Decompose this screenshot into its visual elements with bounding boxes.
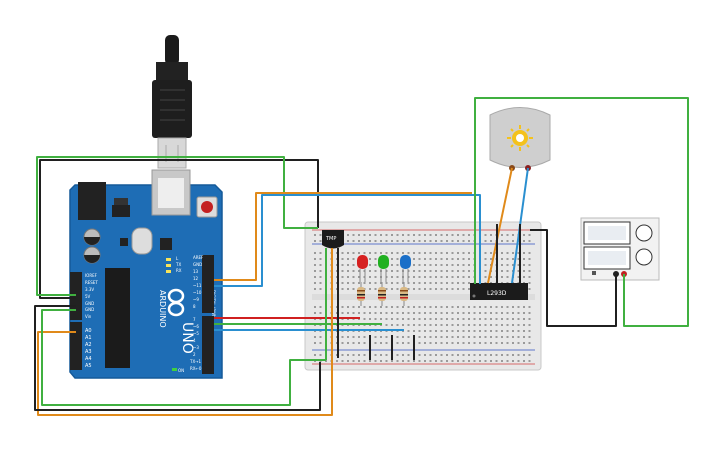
wire-black-gnd-top [39, 159, 319, 299]
led-red[interactable] [357, 255, 368, 282]
pin-12: 12 [193, 276, 199, 281]
wire-green-top [36, 156, 318, 296]
wire-green-bottom [41, 309, 326, 406]
pin-a2: A2 [85, 342, 92, 348]
pin-10: ~10 [193, 290, 202, 295]
dc-motor[interactable] [489, 107, 551, 172]
pin-ioref: IOREF [85, 273, 98, 278]
pin-11: ~11 [193, 283, 202, 288]
wire-black-supply [530, 229, 617, 327]
pin-rx: RX←0 [190, 366, 202, 371]
wire-green-supply [474, 97, 689, 327]
pin-gnd-1: GND [85, 301, 94, 306]
pin-reset: RESET [85, 280, 98, 285]
pin-gnd-2: GND [85, 307, 94, 312]
arduino-logo-icon [167, 288, 185, 317]
pin-9: ~9 [193, 297, 199, 302]
wire-black-gnd-bottom [34, 305, 321, 411]
pin-gnd-top: GND [193, 262, 202, 267]
pin-6: ~6 [193, 324, 199, 329]
pin-2: 2 [193, 352, 196, 357]
wire-orange-12 [214, 192, 472, 281]
pin-7: 7 [193, 317, 196, 322]
dc-power-supply[interactable] [580, 217, 660, 281]
arduino-board: ARDUINO UNO DIGITAL (PWM ~) L TX RX ON A… [69, 169, 223, 379]
pin-3v3: 3.3V [85, 287, 94, 292]
pin-a3: A3 [85, 349, 92, 355]
wires [34, 97, 689, 416]
wire-orange-motor [487, 167, 513, 284]
motor-shaft-icon [507, 125, 533, 151]
led-green[interactable] [378, 255, 389, 282]
pin-a1: A1 [85, 335, 92, 341]
led-label-l: L [176, 256, 179, 261]
l293d-label: L293D [487, 290, 507, 297]
pin-a4: A4 [85, 356, 92, 362]
resistor-3[interactable] [400, 282, 408, 306]
wire-blue-11 [214, 194, 481, 287]
temperature-sensor[interactable]: TMP [322, 230, 344, 249]
motor-driver-chip[interactable]: L293D [470, 283, 528, 300]
pin-a5: A5 [85, 363, 92, 369]
arduino-brand-label: ARDUINO [158, 290, 167, 328]
pin-4: 4 [193, 338, 196, 343]
pin-13: 13 [193, 269, 199, 274]
led-label-tx: TX [175, 262, 181, 267]
led-blue[interactable] [400, 255, 411, 282]
pin-aref: AREF [193, 255, 204, 260]
arduino-model-label: UNO [179, 322, 195, 354]
pin-8: 8 [193, 304, 196, 309]
on-led-label: ON [178, 368, 184, 373]
led-label-rx: RX [176, 268, 182, 273]
pin-3: ~3 [193, 345, 199, 350]
resistor-2[interactable] [378, 282, 386, 306]
pin-vin: Vin [85, 314, 92, 319]
pin-tx: TX→1 [189, 359, 202, 364]
pin-5: ~5 [193, 331, 199, 336]
usb-cable [152, 35, 192, 169]
resistor-1[interactable] [357, 282, 365, 306]
tmp-label: TMP [325, 236, 336, 242]
pin-a0: A0 [85, 328, 92, 334]
pin-5v: 5V [85, 294, 91, 299]
